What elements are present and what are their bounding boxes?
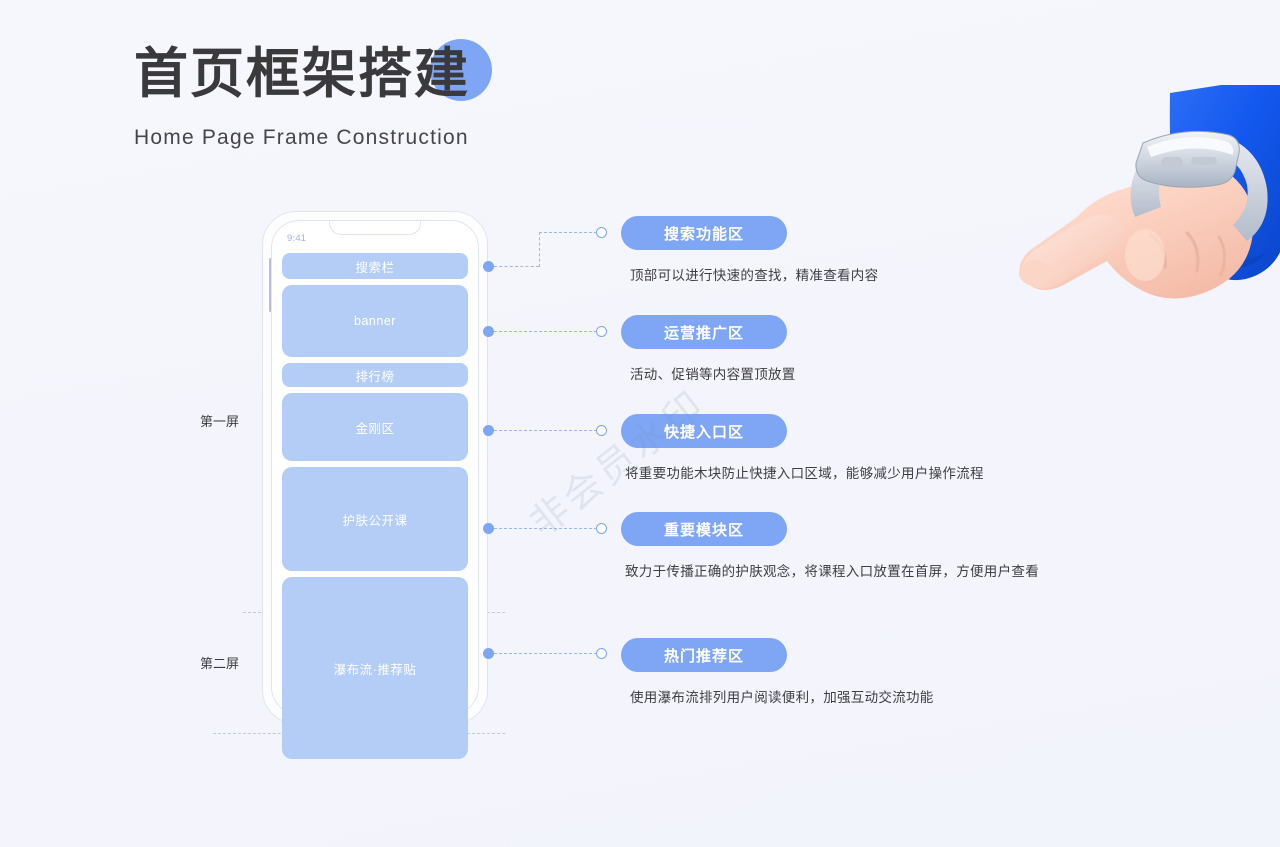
wireframe-block-course[interactable]: 护肤公开课 [282,467,468,571]
annotation-description: 使用瀑布流排列用户阅读便利，加强互动交流功能 [630,690,934,705]
wireframe-block-waterfall[interactable]: 瀑布流·推荐贴 [282,577,468,759]
wireframe-block-list: 搜索栏 banner 排行榜 金刚区 护肤公开课 瀑布流·推荐贴 [282,253,468,759]
annotation-item-3: 快捷入口区 将重要功能木块防止快捷入口区域，能够减少用户操作流程 [621,414,984,482]
connector-line-1b [539,232,540,267]
annotation-item-5: 热门推荐区 使用瀑布流排列用户阅读便利，加强互动交流功能 [621,638,934,706]
knuckle-crease-2 [1185,231,1200,273]
connector-dot-4 [483,523,494,534]
connector-line-1c [539,232,597,233]
watch-glass-highlight [1147,137,1234,157]
connector-line-3 [494,430,597,431]
annotation-item-1: 搜索功能区 顶部可以进行快速的查找，精准查看内容 [621,216,878,284]
connector-ring-4 [596,523,607,534]
knuckle-crease-3 [1217,235,1226,277]
page-subtitle: Home Page Frame Construction [134,126,469,150]
wireframe-block-label: 金刚区 [355,421,395,436]
annotation-pill-hot-recommend[interactable]: 热门推荐区 [621,638,787,672]
knuckle-highlight [1125,229,1165,281]
annotation-pill-quick-entry[interactable]: 快捷入口区 [621,414,787,448]
wireframe-block-banner[interactable]: banner [282,285,468,357]
hand-svg [1019,75,1280,299]
phone-side-button [269,258,272,312]
watch-button-left [1161,157,1183,167]
annotation-pill-label: 搜索功能区 [663,225,744,243]
connector-line-1a [494,266,539,267]
connector-ring-3 [596,425,607,436]
page-header: 首页框架搭建 Home Page Frame Construction [134,39,492,150]
annotation-description: 活动、促销等内容置顶放置 [630,367,796,382]
annotation-pill-label: 快捷入口区 [663,423,744,441]
wireframe-block-search[interactable]: 搜索栏 [282,253,468,279]
title-decoration-circle [430,39,492,101]
watch-band-right [1217,137,1268,241]
connector-dot-2 [483,326,494,337]
connector-line-4 [494,528,597,529]
wireframe-block-label: 瀑布流·推荐贴 [333,662,417,677]
annotation-item-2: 运营推广区 活动、促销等内容置顶放置 [621,315,796,383]
phone-notch [329,221,421,235]
annotation-pill-label: 热门推荐区 [663,647,744,665]
page-title: 首页框架搭建 [134,44,470,104]
connector-line-2 [494,331,597,332]
annotation-pill-label: 重要模块区 [663,521,744,539]
annotation-pill-key-module[interactable]: 重要模块区 [621,512,787,546]
connector-dot-1 [483,261,494,272]
wireframe-block-label: 护肤公开课 [342,513,408,528]
connector-dot-3 [483,425,494,436]
wireframe-block-label: 排行榜 [355,369,395,384]
wireframe-block-label: banner [354,314,396,328]
connector-ring-5 [596,648,607,659]
annotation-item-4: 重要模块区 致力于传播正确的护肤观念，将课程入口放置在首屏，方便用户查看 [621,512,1039,580]
annotation-pill-search[interactable]: 搜索功能区 [621,216,787,250]
annotation-pill-promotion[interactable]: 运营推广区 [621,315,787,349]
wireframe-block-quick-entry[interactable]: 金刚区 [282,393,468,461]
wireframe-block-label: 搜索栏 [355,260,395,275]
watch-button-right [1191,157,1217,165]
connector-ring-1 [596,227,607,238]
connector-ring-2 [596,326,607,337]
status-bar-time: 9:41 [287,233,307,244]
annotation-description: 顶部可以进行快速的查找，精准查看内容 [630,268,879,283]
fingertip [1019,260,1051,286]
connector-dot-5 [483,648,494,659]
annotation-description: 将重要功能木块防止快捷入口区域，能够减少用户操作流程 [625,466,984,481]
pointing-hand-illustration [995,75,1280,360]
annotation-description: 致力于传播正确的护肤观念，将课程入口放置在首屏，方便用户查看 [625,564,1039,579]
wireframe-block-ranking[interactable]: 排行榜 [282,363,468,387]
screen-label-first: 第一屏 [200,414,240,429]
connector-line-5 [494,653,597,654]
annotation-pill-label: 运营推广区 [663,324,744,342]
screen-label-second: 第二屏 [200,656,240,671]
